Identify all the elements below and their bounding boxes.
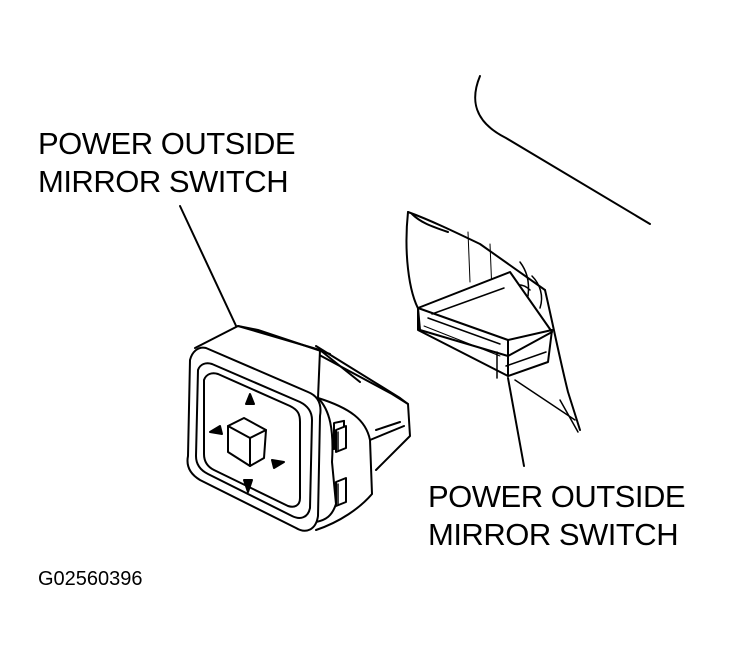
dashboard-edge [474,75,651,225]
switch-label-line1: POWER OUTSIDE [38,126,296,161]
arrow-right [271,459,285,469]
figure-code: G02560396 [38,568,143,590]
arrow-left [209,425,223,435]
mount-label: POWER OUTSIDE MIRROR SWITCH [428,478,686,554]
mount-label-line2: MIRROR SWITCH [428,517,679,552]
switch-label: POWER OUTSIDE MIRROR SWITCH [38,125,296,201]
arrow-up [245,393,255,405]
mount-label-line1: POWER OUTSIDE [428,479,686,514]
mirror-switch-socket [417,271,553,379]
mount-label-leader [507,377,525,467]
switch-label-line2: MIRROR SWITCH [38,164,289,199]
arrow-down [243,479,253,493]
mirror-switch-body [186,325,411,532]
